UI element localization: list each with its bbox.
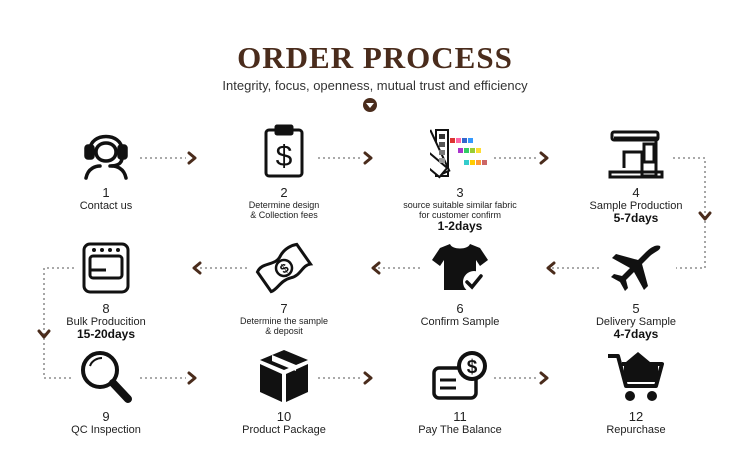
step-number: 9	[102, 409, 110, 424]
sewing-machine-icon	[82, 242, 130, 294]
sewing-machine-icon	[608, 130, 664, 179]
airplane-icon	[611, 245, 661, 291]
step-label: Bulk Producition	[66, 316, 146, 328]
step-3: 3 source suitable similar fabric for cus…	[390, 124, 530, 233]
chevron-left-icon	[546, 261, 556, 275]
step-6: 6 Confirm Sample	[390, 240, 530, 328]
tshirt-check-icon	[432, 244, 488, 293]
shopping-cart-icon	[608, 352, 664, 401]
step-1: 1 Contact us	[36, 124, 176, 212]
step-number: 10	[276, 409, 292, 424]
step-label: source suitable similar fabric for custo…	[403, 200, 517, 220]
step-label: QC Inspection	[71, 424, 141, 436]
step-12: 12 Repurchase	[566, 348, 706, 436]
chevron-down-icon	[363, 98, 377, 112]
step-label: Pay The Balance	[418, 424, 502, 436]
magnifier-icon	[81, 351, 132, 403]
step-number: 11	[453, 409, 467, 424]
step-number: 8	[102, 301, 110, 316]
step-number: 6	[456, 301, 464, 316]
step-9: 9 QC Inspection	[36, 348, 176, 436]
chevron-down-icon	[37, 329, 51, 339]
step-duration: 4-7days	[613, 327, 659, 341]
step-10: 10 Product Package	[214, 348, 354, 436]
headset-person-icon	[84, 134, 128, 180]
svg-text:$: $	[276, 140, 293, 173]
chevron-right-icon	[187, 371, 197, 385]
step-number: 3	[456, 185, 464, 200]
step-number: 7	[280, 301, 288, 316]
step-label: Confirm Sample	[420, 316, 500, 328]
step-label: Sample Production	[589, 200, 683, 212]
svg-text:$: $	[467, 357, 478, 378]
box-icon	[260, 350, 308, 402]
step-8: 8 Bulk Producition 15-20days	[36, 240, 176, 341]
step-number: 12	[628, 409, 644, 424]
step-5: 5 Delivery Sample 4-7days	[566, 240, 706, 341]
color-swatch-icon	[430, 129, 487, 179]
step-label: Determine the sample & deposit	[239, 316, 329, 336]
page-subtitle: Integrity, focus, openness, mutual trust…	[222, 78, 528, 93]
step-11: $ 11 Pay The Balance	[390, 348, 530, 436]
chevron-left-icon	[371, 261, 381, 275]
chevron-right-icon	[539, 151, 549, 165]
step-number: 1	[102, 185, 110, 200]
chevron-left-icon	[192, 261, 202, 275]
step-label: Repurchase	[606, 424, 666, 436]
step-2: $ 2 Determine design & Collection fees	[214, 124, 354, 220]
step-number: 5	[632, 301, 640, 316]
dollar-clipboard-icon: $	[264, 124, 304, 178]
chevron-down-icon	[698, 211, 712, 221]
step-label: Contact us	[79, 200, 133, 212]
step-4: 4 Sample Production 5-7days	[566, 124, 706, 225]
step-number: 2	[280, 185, 288, 200]
page-title: ORDER PROCESS	[237, 40, 513, 75]
step-duration: 5-7days	[613, 211, 659, 225]
chevron-right-icon	[363, 371, 373, 385]
step-duration: 15-20days	[76, 327, 136, 341]
step-7: $ 7 Determine the sample & deposit	[214, 240, 354, 336]
step-label: Determine design & Collection fees	[248, 200, 320, 220]
chevron-right-icon	[363, 151, 373, 165]
step-label: Product Package	[242, 424, 326, 436]
chevron-right-icon	[187, 151, 197, 165]
step-number: 4	[632, 185, 640, 200]
step-duration: 1-2days	[437, 219, 483, 233]
dollar-bill-icon: $	[255, 242, 314, 294]
chevron-right-icon	[539, 371, 549, 385]
wallet-dollar-icon: $	[432, 351, 487, 400]
step-label: Delivery Sample	[595, 316, 677, 328]
